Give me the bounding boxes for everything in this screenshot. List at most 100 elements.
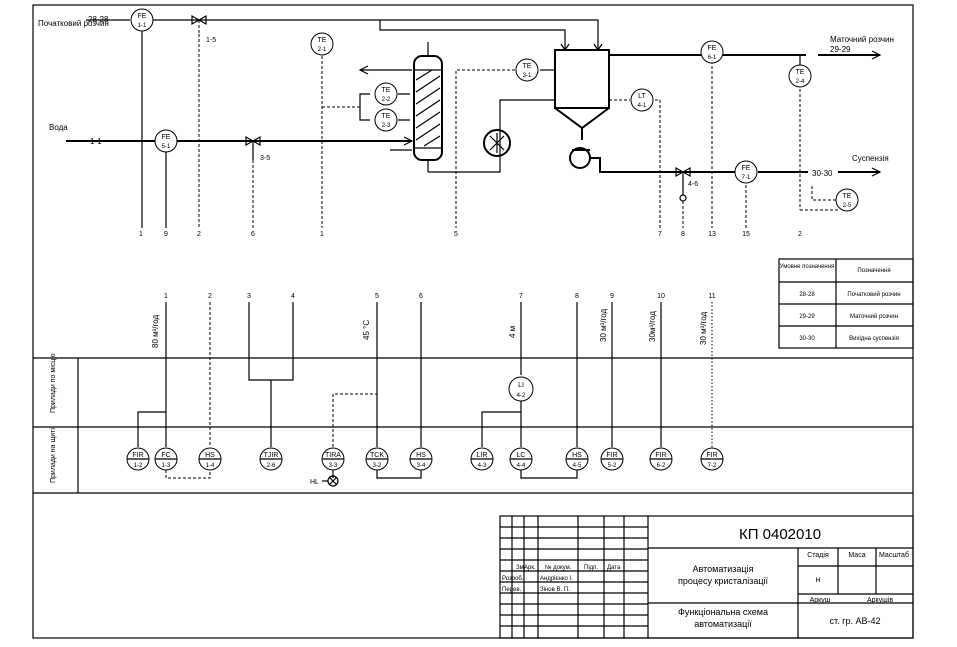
legend-table: Умовне позначення Позначення 28-28 Почат…: [778, 258, 914, 349]
panel-instrument-hs-1-4: HS 1-4: [198, 447, 222, 471]
heat-exchanger-column: [358, 42, 555, 173]
panel-instrument-lc-4-4: LC 4-4: [509, 447, 533, 471]
svg-text:LC: LC: [517, 452, 526, 459]
svg-text:5-2: 5-2: [608, 463, 617, 469]
svg-text:1-1: 1-1: [138, 23, 147, 29]
svg-text:8: 8: [681, 231, 685, 238]
svg-text:1: 1: [164, 293, 168, 300]
svg-text:TE: TE: [843, 193, 852, 200]
panel-instrument-fir-6-2: FIR 6-2: [649, 447, 673, 471]
svg-text:3: 3: [247, 293, 251, 300]
tb-chk-role: Перев.: [502, 587, 522, 593]
svg-text:FE: FE: [742, 165, 751, 172]
label-suspension-out: Суспензія: [852, 154, 889, 163]
svg-text:TE: TE: [382, 113, 391, 120]
range-9: 30 м³/год: [599, 308, 608, 342]
legend-header-code: Умовне позначення: [780, 264, 835, 270]
panel-instrument-hs-3-4: HS 3-4: [409, 447, 433, 471]
svg-text:6: 6: [419, 293, 423, 300]
svg-text:28-28: 28-28: [799, 292, 815, 298]
svg-text:7-1: 7-1: [742, 175, 751, 181]
svg-text:8: 8: [575, 293, 579, 300]
svg-text:2-4: 2-4: [796, 79, 805, 85]
field-instrument-fe-6-1: FE 6-1: [700, 40, 724, 64]
svg-text:HS: HS: [572, 452, 582, 459]
range-labels: 80 м³/год 45 °С 4 м 30 м³/год 30м³/год 3…: [151, 308, 708, 348]
svg-text:3-2: 3-2: [373, 463, 382, 469]
range-7: 4 м: [508, 326, 517, 338]
svg-text:2-2: 2-2: [382, 97, 391, 103]
mixer-motor: [483, 129, 511, 157]
band-label-panel: Прилади на щиті: [49, 428, 57, 483]
tb-col-change: Зм: [516, 565, 524, 571]
svg-text:HS: HS: [416, 452, 426, 459]
svg-text:Початковий розчин: Початковий розчин: [847, 291, 900, 298]
sheet-frame: [32, 4, 914, 639]
svg-text:FIR: FIR: [606, 452, 617, 459]
svg-text:10: 10: [657, 293, 665, 300]
svg-text:2: 2: [197, 231, 201, 238]
valve-3-5: 3-5: [245, 135, 270, 228]
svg-text:2-3: 2-3: [382, 123, 391, 129]
panel-instrument-fir-1-2: FIR 1-2: [126, 447, 150, 471]
legend-header-name: Позначення: [857, 268, 890, 274]
tb-scale-label: Масштаб: [879, 551, 909, 559]
svg-text:7-2: 7-2: [708, 463, 717, 469]
valve-4-6-label: 4-6: [688, 181, 698, 188]
svg-text:29-29: 29-29: [799, 314, 815, 320]
svg-text:13: 13: [708, 231, 716, 238]
code-30-30: 30-30: [812, 169, 833, 178]
local-instrument-li-4-2: LI 4-2: [508, 376, 534, 402]
line-numbers-top: 1 9 2 6 1 5 7 8 13 15 2: [139, 231, 802, 238]
panel-instrument-lir-4-3: LIR 4-3: [470, 447, 494, 471]
tb-dev-role: Розроб.: [502, 576, 524, 582]
svg-text:1-4: 1-4: [206, 463, 215, 469]
tb-mass-label: Маса: [848, 552, 865, 559]
range-1: 80 м³/год: [151, 314, 160, 348]
svg-text:HS: HS: [205, 452, 215, 459]
svg-text:TE: TE: [523, 63, 532, 70]
svg-text:2: 2: [798, 231, 802, 238]
svg-text:FE: FE: [138, 13, 147, 20]
field-instrument-te-2-1: TE 2-1: [310, 32, 334, 56]
svg-text:FIR: FIR: [655, 452, 666, 459]
svg-text:5: 5: [454, 231, 458, 238]
tb-doc-code: КП 0402010: [739, 526, 821, 543]
tb-group: ст. гр. АВ-42: [830, 616, 881, 626]
tb-title-2: процесу кристалізації: [678, 576, 768, 586]
label-water: Вода: [49, 123, 68, 132]
panel-instrument-tjir-2-6: TJIR 2-6: [259, 447, 283, 471]
svg-text:6: 6: [251, 231, 255, 238]
tb-stage-value: н: [816, 575, 820, 584]
svg-text:4-5: 4-5: [573, 463, 582, 469]
panel-instrument-fc-1-3: FC 1-3: [154, 447, 178, 471]
signal-lines: [137, 302, 713, 479]
field-instrument-te-2-3: TE 2-3: [374, 108, 398, 132]
alarm-label: HL: [310, 479, 319, 486]
instrument-bands: Прилади по місцю Прилади на щиті: [33, 353, 913, 494]
svg-text:TCK: TCK: [370, 452, 384, 459]
svg-text:FC: FC: [161, 452, 170, 459]
svg-text:4-2: 4-2: [517, 393, 526, 399]
field-instrument-fe-1-1: FE 1-1: [130, 8, 154, 228]
crystallizer: Маточний розчин 29-29: [554, 35, 894, 140]
tb-drawing-1: Функціональна схема: [678, 607, 768, 617]
field-instrument-te-2-4: TE 2-4: [788, 55, 812, 88]
svg-text:4-4: 4-4: [517, 463, 526, 469]
range-11: 30 м³/год: [699, 311, 708, 345]
field-instrument-te-2-2: TE 2-2: [374, 82, 398, 106]
svg-text:7: 7: [658, 231, 662, 238]
svg-text:2-5: 2-5: [843, 203, 852, 209]
title-block: Зм Арк. № докум. Підп. Дата Розроб. Андр…: [499, 515, 914, 639]
valve-3-5-label: 3-5: [260, 155, 270, 162]
tb-col-sheet: Арк.: [524, 565, 536, 571]
tb-sheet-label: Аркуш: [810, 597, 831, 604]
tb-dev-name: Андрієнко І.: [540, 576, 573, 582]
tb-stage-label: Стадія: [807, 551, 829, 559]
pump: Суспензія 30-30: [569, 147, 889, 178]
tb-title-1: Автоматизація: [693, 564, 754, 574]
svg-text:FIR: FIR: [706, 452, 717, 459]
svg-text:LIR: LIR: [477, 452, 488, 459]
